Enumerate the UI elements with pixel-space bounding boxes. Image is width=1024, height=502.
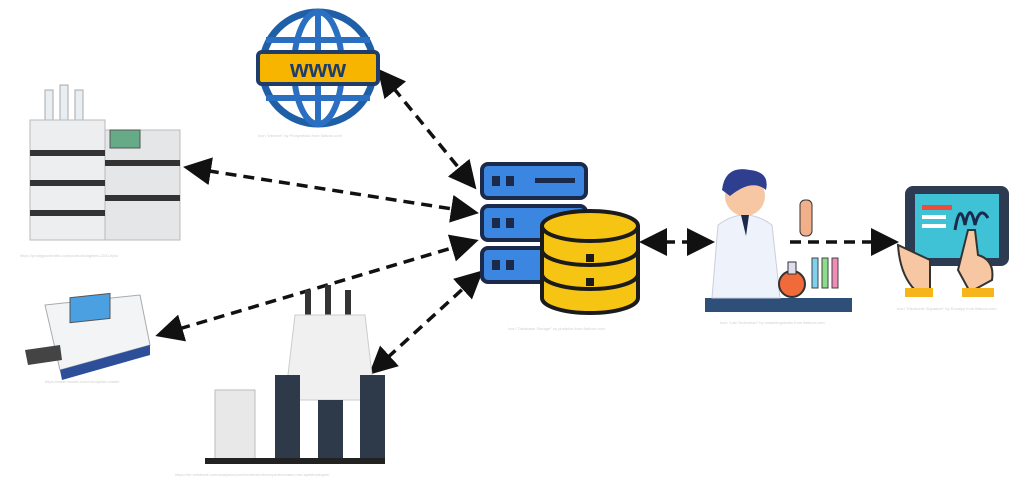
arrow-hplc-database: [183, 157, 479, 223]
hplc-instrument-image: [29, 84, 181, 241]
caption-microplate: https://www.mrclab.com/microplate-reader: [45, 379, 120, 384]
caption-signature: Icon "Electronic Signature" by Eucalyp f…: [897, 306, 997, 311]
database-icon: [540, 209, 640, 315]
microplate-reader-image: [25, 292, 151, 380]
electronic-signature-icon: [896, 186, 1009, 297]
globe-icon: www: [256, 8, 380, 128]
caption-lab-technician: Icon "Lab Technician" by smashingstocks …: [720, 320, 825, 325]
caption-nmr: https://de.eelsbeek.com/analysen/pruefve…: [175, 472, 330, 477]
arrow-nmr-database: [368, 270, 484, 375]
caption-internet: Icon "Internet" by Prosymbols from flati…: [258, 133, 342, 138]
caption-hplc: https://prodigyscientific.com/products/a…: [20, 253, 119, 258]
caption-database: Icon "Database Storage" by phatplus from…: [508, 326, 605, 331]
globe-label: www: [289, 56, 346, 83]
lab-technician-icon: [705, 169, 852, 312]
arrow-internet-database: [377, 68, 477, 190]
nmr-spectrometer-image: [205, 285, 385, 464]
